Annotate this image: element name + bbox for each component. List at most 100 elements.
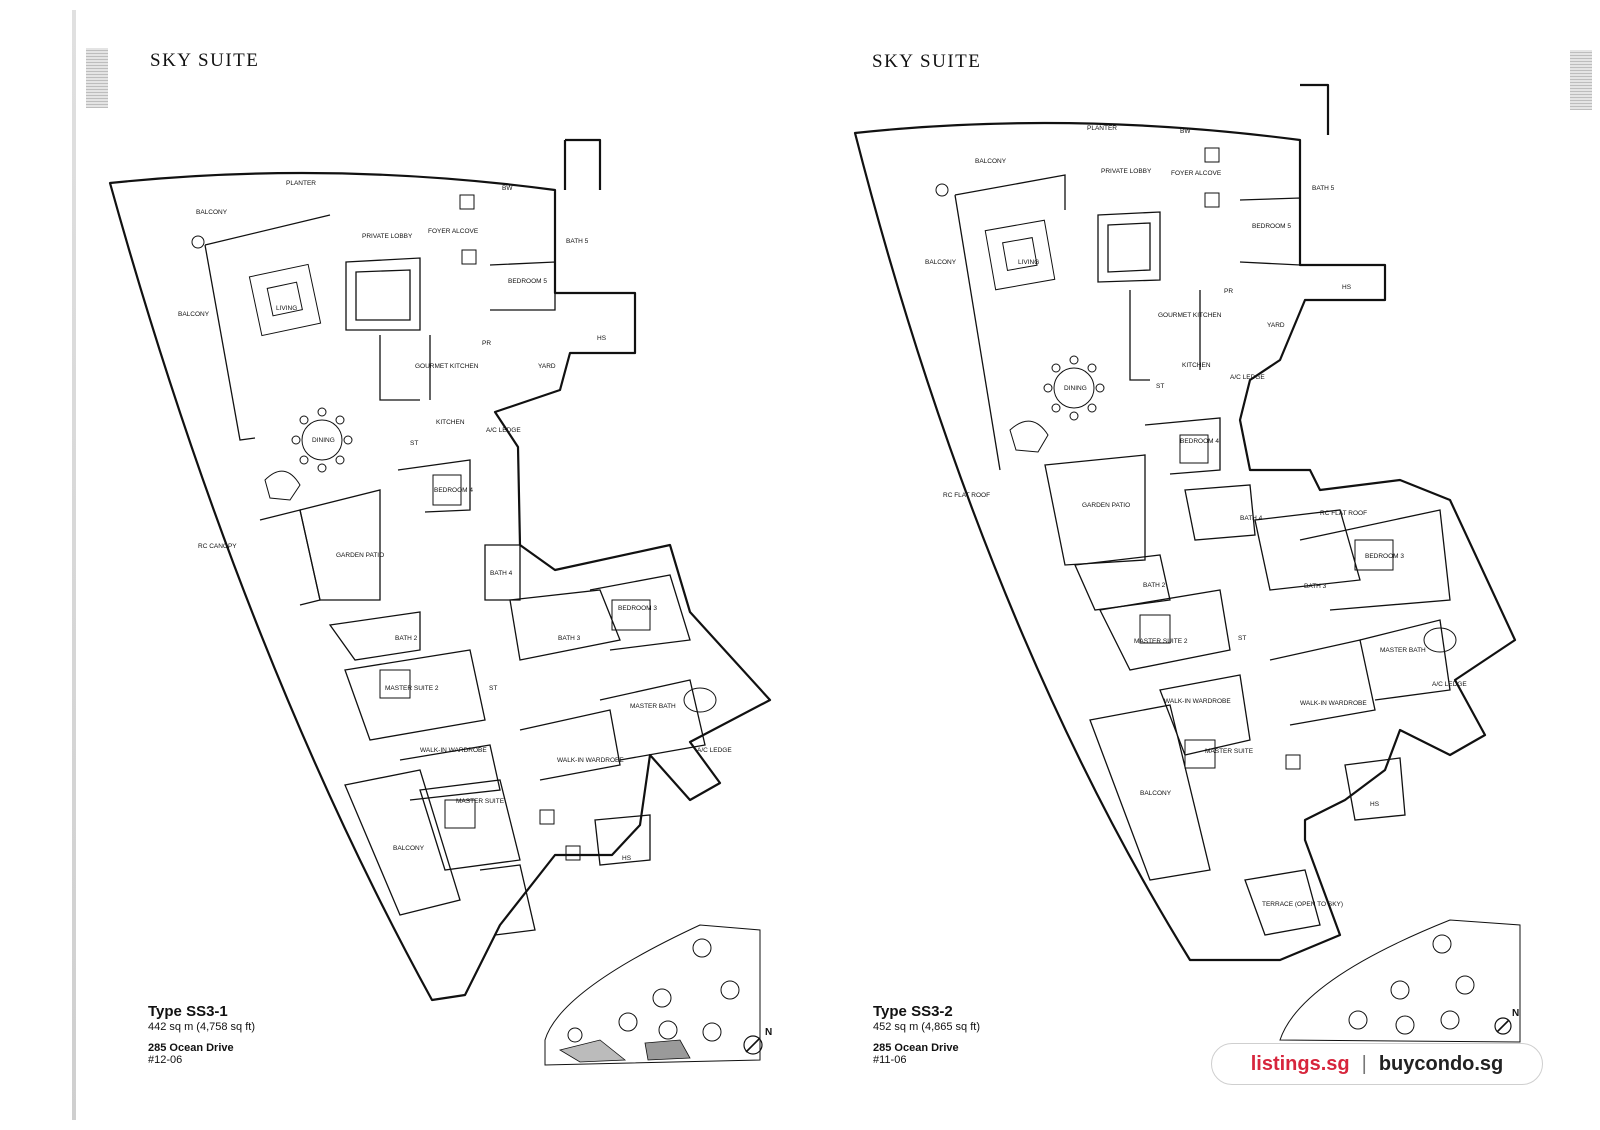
room-ac-ledge: A/C LEDGE	[1230, 374, 1265, 381]
room-walk-in-wardrobe-2: WALK-IN WARDROBE	[1300, 700, 1367, 707]
room-living: LIVING	[276, 305, 297, 312]
room-bath-5: BATH 5	[566, 238, 589, 245]
page-right: SKY SUITE	[800, 0, 1600, 1130]
room-ac-ledge-2: A/C LEDGE	[1432, 681, 1467, 688]
floor-plan-ss3-2: PLANTER BW BALCONY PRIVATE LOBBY FOYER A…	[853, 83, 1521, 1043]
room-balcony-bottom: BALCONY	[1140, 790, 1172, 797]
watermark-buycondo: buycondo.sg	[1378, 1052, 1504, 1075]
north-label: N	[1512, 1008, 1519, 1019]
room-walk-in-wardrobe-2: WALK-IN WARDROBE	[557, 757, 624, 764]
room-foyer-alcove: FOYER ALCOVE	[428, 228, 479, 235]
unit-type: Type SS3-1	[148, 1003, 228, 1020]
room-labels: BALCONY BALCONY BALCONY PLANTER BW PRIVA…	[178, 180, 732, 862]
room-kitchen: KITCHEN	[1182, 362, 1211, 369]
room-walk-in-wardrobe-1: WALK-IN WARDROBE	[420, 747, 487, 754]
room-bedroom-4: BEDROOM 4	[1180, 438, 1219, 445]
room-bath-3: BATH 3	[1304, 583, 1327, 590]
room-rc-flat-roof-right: RC FLAT ROOF	[1320, 510, 1367, 517]
room-ac-ledge: A/C LEDGE	[486, 427, 521, 434]
page-edge-tab	[86, 48, 108, 108]
room-st: ST	[410, 440, 418, 447]
binding-line	[72, 10, 76, 1120]
room-master-suite-2: MASTER SUITE 2	[385, 685, 439, 692]
room-balcony-top: BALCONY	[196, 209, 228, 216]
room-bath-4: BATH 4	[490, 570, 513, 577]
room-master-suite: MASTER SUITE	[1205, 748, 1254, 755]
exterior-walls	[108, 138, 772, 1002]
unit-area: 442 sq m (4,758 sq ft)	[148, 1021, 255, 1033]
room-yard: YARD	[538, 363, 556, 370]
room-living: LIVING	[1018, 259, 1039, 266]
room-balcony-top: BALCONY	[975, 158, 1007, 165]
unit-info: Type SS3-1 442 sq m (4,758 sq ft) 285 Oc…	[148, 1003, 255, 1066]
room-balcony-side: BALCONY	[178, 311, 210, 318]
unit-type: Type SS3-2	[873, 1003, 953, 1020]
interior-walls	[954, 174, 1451, 936]
room-master-bath: MASTER BATH	[630, 703, 676, 710]
room-garden-patio: GARDEN PATIO	[336, 552, 384, 559]
room-terrace: TERRACE (OPEN TO SKY)	[1262, 901, 1343, 908]
room-bath-4: BATH 4	[1240, 515, 1263, 522]
room-bw: BW	[502, 185, 513, 192]
north-compass-icon	[1494, 1017, 1512, 1035]
room-hs-bottom: HS	[1370, 801, 1380, 808]
watermark-separator: |	[1361, 1052, 1367, 1075]
room-master-suite-2: MASTER SUITE 2	[1134, 638, 1188, 645]
room-kitchen: KITCHEN	[436, 419, 465, 426]
room-master-suite: MASTER SUITE	[456, 798, 505, 805]
room-hs-top: HS	[1342, 284, 1352, 291]
room-st-2: ST	[489, 685, 497, 692]
room-gourmet-kitchen: GOURMET KITCHEN	[415, 363, 479, 370]
room-hs-bottom: HS	[622, 855, 632, 862]
room-yard: YARD	[1267, 322, 1285, 329]
room-bedroom-3: BEDROOM 3	[618, 605, 657, 612]
room-rc-canopy: RC CANOPY	[198, 543, 237, 550]
north-compass-icon	[743, 1035, 763, 1055]
room-dining: DINING	[1064, 385, 1087, 392]
interior-walls	[204, 214, 706, 936]
room-private-lobby: PRIVATE LOBBY	[362, 233, 413, 240]
page-title: SKY SUITE	[150, 50, 260, 71]
room-rc-flat-roof-left: RC FLAT ROOF	[943, 492, 990, 499]
unit-number: #11-06	[873, 1054, 907, 1066]
room-hs-top: HS	[597, 335, 607, 342]
room-st-2: ST	[1238, 635, 1246, 642]
room-master-bath: MASTER BATH	[1380, 647, 1426, 654]
page-left: SKY SUITE	[72, 10, 772, 1120]
room-labels: PLANTER BW BALCONY PRIVATE LOBBY FOYER A…	[925, 125, 1467, 908]
unit-area: 452 sq m (4,865 sq ft)	[873, 1021, 980, 1033]
room-bath-3: BATH 3	[558, 635, 581, 642]
room-planter: PLANTER	[286, 180, 316, 187]
room-balcony-side: BALCONY	[925, 259, 957, 266]
site-key-plan: N	[1279, 919, 1521, 1043]
room-pr: PR	[1224, 288, 1233, 295]
room-bath-2: BATH 2	[395, 635, 418, 642]
room-planter: PLANTER	[1087, 125, 1117, 132]
room-foyer-alcove: FOYER ALCOVE	[1171, 170, 1222, 177]
room-private-lobby: PRIVATE LOBBY	[1101, 168, 1152, 175]
furniture	[935, 147, 1457, 770]
room-bath-5: BATH 5	[1312, 185, 1335, 192]
room-bedroom-5: BEDROOM 5	[508, 278, 547, 285]
site-key-plan: N	[544, 924, 772, 1066]
room-ac-ledge-2: A/C LEDGE	[697, 747, 732, 754]
exterior-walls	[853, 83, 1517, 962]
page-title: SKY SUITE	[872, 51, 982, 72]
unit-address: 285 Ocean Drive	[873, 1042, 959, 1054]
room-bedroom-5: BEDROOM 5	[1252, 223, 1291, 230]
room-balcony-bottom: BALCONY	[393, 845, 425, 852]
room-gourmet-kitchen: GOURMET KITCHEN	[1158, 312, 1222, 319]
room-bw: BW	[1180, 128, 1191, 135]
room-pr: PR	[482, 340, 491, 347]
north-label: N	[765, 1027, 772, 1038]
room-walk-in-wardrobe-1: WALK-IN WARDROBE	[1164, 698, 1231, 705]
room-bedroom-4: BEDROOM 4	[434, 487, 473, 494]
room-bedroom-3: BEDROOM 3	[1365, 553, 1404, 560]
watermark-listings: listings.sg	[1250, 1052, 1350, 1075]
unit-info: Type SS3-2 452 sq m (4,865 sq ft) 285 Oc…	[873, 1003, 980, 1066]
room-garden-patio: GARDEN PATIO	[1082, 502, 1130, 509]
furniture	[191, 194, 717, 861]
page-edge-tab	[1570, 50, 1592, 110]
unit-number: #12-06	[148, 1054, 183, 1066]
floor-plan-ss3-1: BALCONY BALCONY BALCONY PLANTER BW PRIVA…	[108, 138, 772, 1066]
